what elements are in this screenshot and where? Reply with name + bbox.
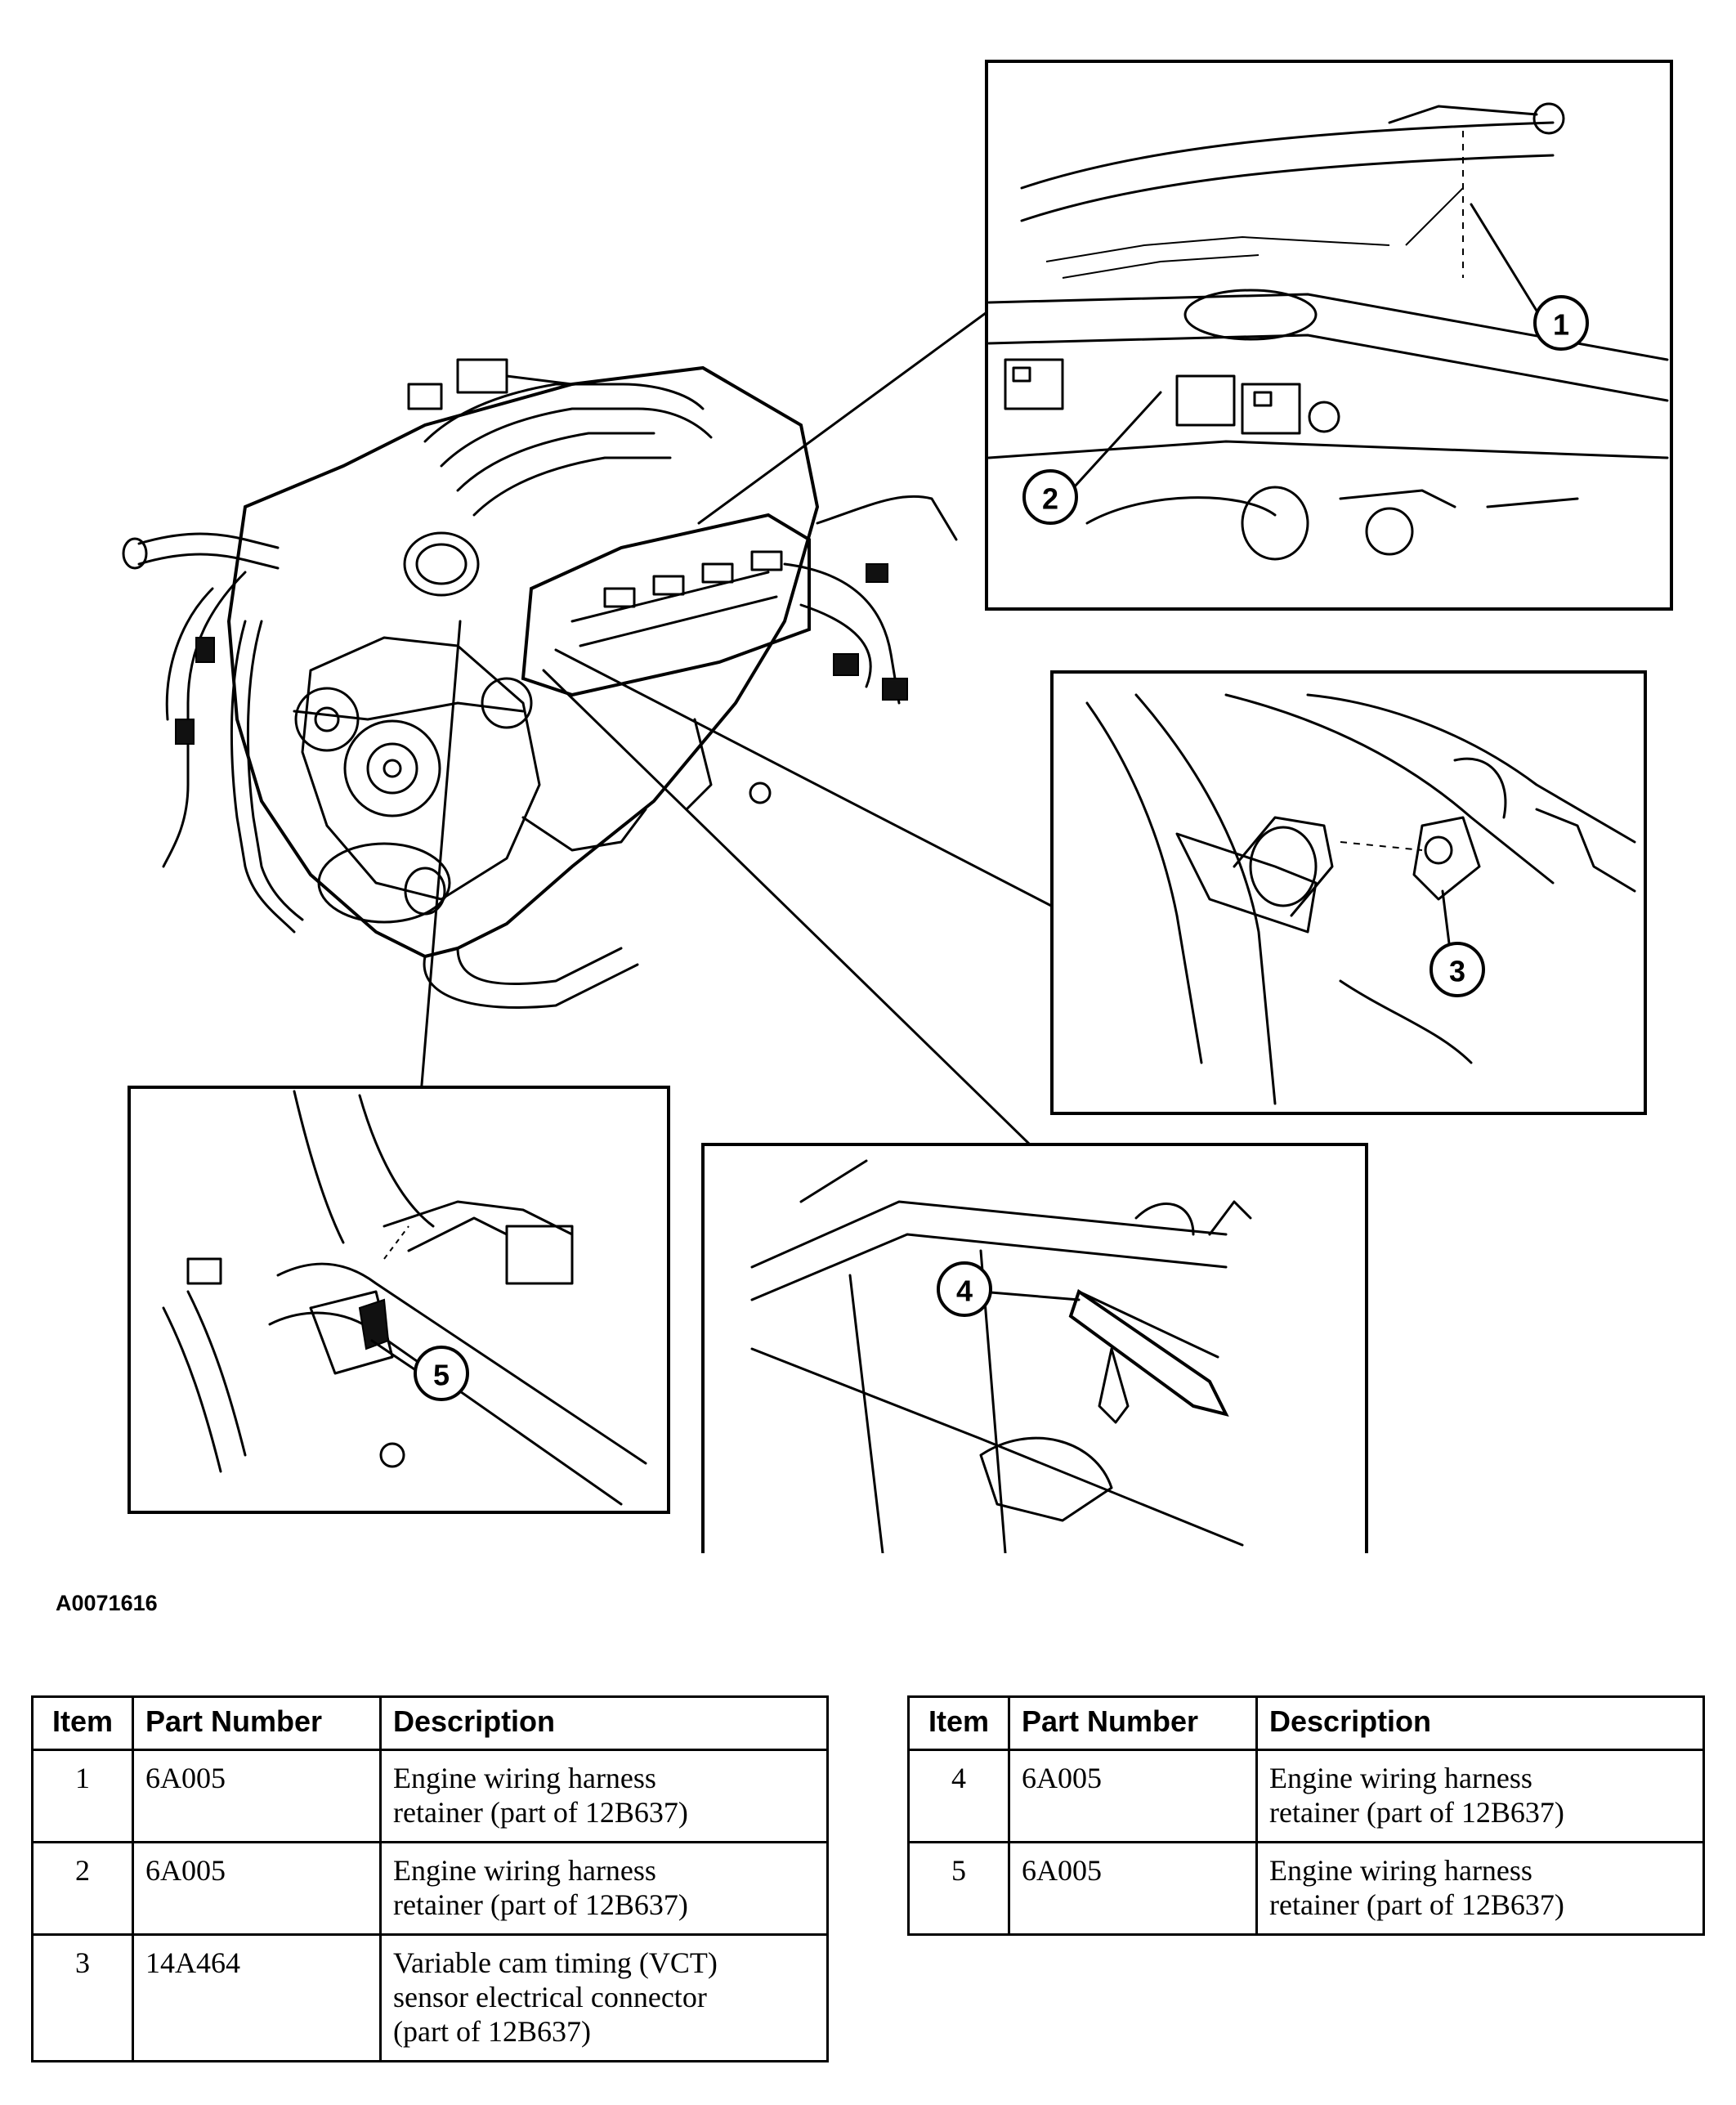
- detail-panel-1-2: 1 2: [985, 60, 1673, 611]
- cell-item: 5: [907, 1841, 1010, 1936]
- table-row: 4 6A005 Engine wiring harness retainer (…: [907, 1749, 1705, 1843]
- cell-part-number: 6A005: [132, 1841, 382, 1936]
- detail-panel-4: 4: [701, 1143, 1368, 1553]
- header-item: Item: [907, 1695, 1010, 1751]
- callout-1: 1: [1533, 295, 1589, 351]
- description-line: Engine wiring harness: [1269, 1762, 1532, 1794]
- cell-part-number: 6A005: [1008, 1841, 1258, 1936]
- description-line: retainer (part of 12B637): [393, 1888, 688, 1921]
- description-line: retainer (part of 12B637): [393, 1796, 688, 1829]
- table-row: 3 14A464 Variable cam timing (VCT) senso…: [31, 1933, 829, 2062]
- callout-2: 2: [1022, 469, 1078, 525]
- table-header-row: Item Part Number Description: [31, 1695, 829, 1751]
- cell-description: Engine wiring harness retainer (part of …: [379, 1749, 829, 1843]
- parts-table-left: Item Part Number Description 1 6A005 Eng…: [31, 1695, 829, 2062]
- table-header-row: Item Part Number Description: [907, 1695, 1705, 1751]
- engine-diagram: 1 2 3: [122, 60, 1673, 1553]
- callout-3: 3: [1430, 942, 1485, 997]
- description-line: Engine wiring harness: [393, 1854, 656, 1887]
- table-row: 5 6A005 Engine wiring harness retainer (…: [907, 1841, 1705, 1936]
- header-part-number: Part Number: [1008, 1695, 1258, 1751]
- header-item: Item: [31, 1695, 134, 1751]
- cell-item: 4: [907, 1749, 1010, 1843]
- table-row: 2 6A005 Engine wiring harness retainer (…: [31, 1841, 829, 1936]
- svg-text:5: 5: [433, 1359, 450, 1392]
- description-line: (part of 12B637): [393, 2015, 591, 2048]
- callout-5: 5: [414, 1346, 469, 1401]
- cell-part-number: 6A005: [1008, 1749, 1258, 1843]
- description-line: Engine wiring harness: [393, 1762, 656, 1794]
- callout-4: 4: [937, 1261, 992, 1317]
- cell-item: 3: [31, 1933, 134, 2062]
- cell-part-number: 14A464: [132, 1933, 382, 2062]
- cell-item: 1: [31, 1749, 134, 1843]
- detail-panel-3: 3: [1050, 670, 1647, 1115]
- description-line: retainer (part of 12B637): [1269, 1888, 1564, 1921]
- parts-table-right: Item Part Number Description 4 6A005 Eng…: [907, 1695, 1705, 1936]
- description-line: retainer (part of 12B637): [1269, 1796, 1564, 1829]
- table-row: 1 6A005 Engine wiring harness retainer (…: [31, 1749, 829, 1843]
- svg-text:3: 3: [1449, 955, 1465, 988]
- cell-description: Variable cam timing (VCT) sensor electri…: [379, 1933, 829, 2062]
- description-line: sensor electrical connector: [393, 1981, 707, 2013]
- svg-text:1: 1: [1553, 308, 1569, 342]
- svg-text:4: 4: [956, 1274, 973, 1308]
- description-line: Engine wiring harness: [1269, 1854, 1532, 1887]
- cell-description: Engine wiring harness retainer (part of …: [1255, 1749, 1705, 1843]
- figure-id: A0071616: [56, 1591, 158, 1615]
- cell-description: Engine wiring harness retainer (part of …: [1255, 1841, 1705, 1936]
- cell-item: 2: [31, 1841, 134, 1936]
- engine-illustration: [122, 358, 958, 1009]
- description-line: Variable cam timing (VCT): [393, 1946, 718, 1979]
- header-description: Description: [379, 1695, 829, 1751]
- detail-panel-5: 5: [128, 1086, 670, 1514]
- header-part-number: Part Number: [132, 1695, 382, 1751]
- cell-description: Engine wiring harness retainer (part of …: [379, 1841, 829, 1936]
- cell-part-number: 6A005: [132, 1749, 382, 1843]
- svg-text:2: 2: [1042, 482, 1058, 516]
- header-description: Description: [1255, 1695, 1705, 1751]
